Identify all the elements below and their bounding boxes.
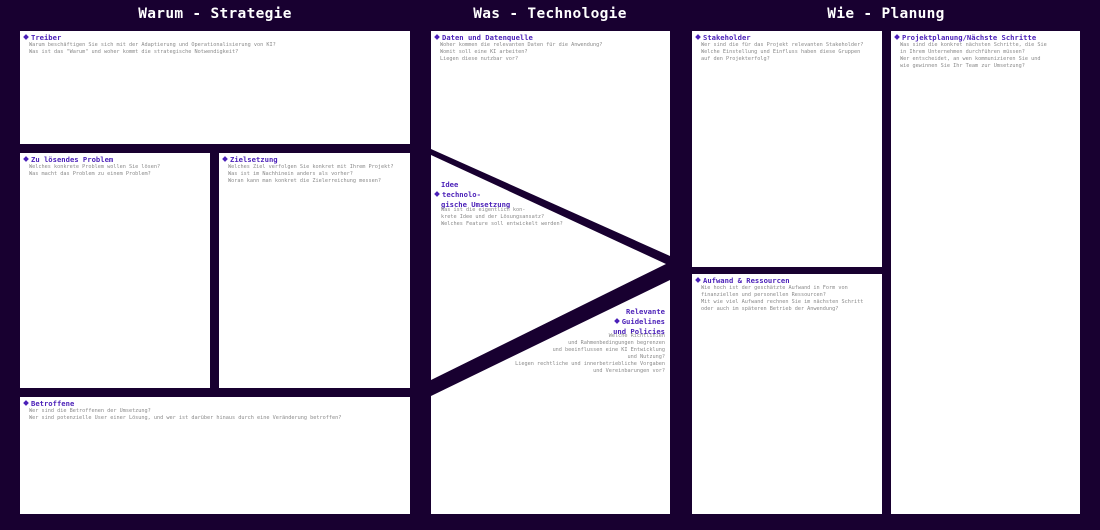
aufwand-description: Wie hoch ist der geschätzte Aufwand in F…	[701, 285, 864, 312]
ziel-title: Zielsetzung	[222, 155, 278, 164]
planung-panel[interactable]: Projektplanung/Nächste Schritte Was sind…	[891, 31, 1080, 514]
idee-title-line2: technolo-	[442, 190, 481, 199]
problem-title-text: Zu lösendes Problem	[31, 155, 114, 164]
problem-panel[interactable]: Zu lösendes Problem Welches konkrete Pro…	[20, 153, 210, 388]
problem-title: Zu lösendes Problem	[23, 155, 114, 164]
diamond-icon	[613, 318, 620, 324]
diamond-icon	[695, 277, 701, 283]
diamond-icon	[894, 34, 900, 40]
daten-panel-shape[interactable]	[431, 31, 670, 256]
betroffene-panel[interactable]: Betroffene Wer sind die Betroffenen der …	[20, 397, 410, 514]
problem-description: Welches konkrete Problem wollen Sie löse…	[29, 164, 161, 177]
guidelines-title-line1: Relevante	[626, 307, 665, 316]
guidelines-description: Welche Richtlinien und Rahmenbedingungen…	[515, 333, 665, 374]
stakeholder-panel[interactable]: Stakeholder Wer sind die für das Projekt…	[692, 31, 882, 267]
stakeholder-title: Stakeholder	[695, 33, 751, 42]
betroffene-title: Betroffene	[23, 399, 75, 408]
guidelines-panel-shape[interactable]	[431, 280, 670, 514]
aufwand-title: Aufwand & Ressourcen	[695, 276, 790, 285]
daten-section: Daten und Datenquelle Woher kommen die r…	[431, 31, 670, 91]
stakeholder-title-text: Stakeholder	[703, 33, 751, 42]
planung-description: Was sind die konkret nächsten Schritte, …	[900, 42, 1047, 69]
diamond-icon	[695, 34, 701, 40]
betroffene-description: Wer sind die Betroffenen der Umsetzung? …	[29, 408, 342, 421]
treiber-title-text: Treiber	[31, 33, 62, 42]
guidelines-title-line2-wrap: Guidelines	[613, 317, 665, 327]
ziel-panel[interactable]: Zielsetzung Welches Ziel verfolgen Sie k…	[219, 153, 410, 388]
aufwand-title-text: Aufwand & Ressourcen	[703, 276, 790, 285]
guidelines-title-line3: und Policies	[613, 327, 665, 336]
guidelines-section: Relevante Guidelines und Policies Welche…	[431, 305, 665, 385]
diamond-icon	[434, 34, 440, 40]
idee-title-line2-wrap: technolo-	[434, 190, 510, 200]
idee-title: Idee technolo- gische Umsetzung	[434, 180, 511, 210]
idee-panel-shape[interactable]	[431, 155, 666, 380]
guidelines-title: Relevante Guidelines und Policies	[613, 307, 665, 337]
betroffene-title-text: Betroffene	[31, 399, 75, 408]
idee-section: Idee technolo- gische Umsetzung Was ist …	[431, 178, 631, 238]
idee-title-line1: Idee	[441, 180, 459, 189]
treiber-description: Warum beschäftigen Sie sich mit der Adap…	[29, 42, 276, 55]
guidelines-title-line2: Guidelines	[621, 317, 665, 326]
idee-title-line3: gische Umsetzung	[441, 200, 511, 209]
daten-description: Woher kommen die relevanten Daten für di…	[440, 42, 603, 62]
ziel-title-text: Zielsetzung	[230, 155, 278, 164]
planung-title: Projektplanung/Nächste Schritte	[894, 33, 1037, 42]
heading-how: Wie - Planung	[827, 6, 945, 22]
daten-title-text: Daten und Datenquelle	[442, 33, 533, 42]
daten-title: Daten und Datenquelle	[434, 33, 533, 42]
aufwand-panel[interactable]: Aufwand & Ressourcen Wie hoch ist der ge…	[692, 274, 882, 514]
ziel-description: Welches Ziel verfolgen Sie konkret mit I…	[228, 164, 394, 184]
idee-description: Was ist die eigentlich kon- krete Idee u…	[441, 207, 563, 227]
stakeholder-description: Wer sind die für das Projekt relevanten …	[701, 42, 864, 62]
treiber-title: Treiber	[23, 33, 62, 42]
treiber-panel[interactable]: Treiber Warum beschäftigen Sie sich mit …	[20, 31, 410, 144]
planung-title-text: Projektplanung/Nächste Schritte	[902, 33, 1037, 42]
heading-what: Was - Technologie	[473, 6, 627, 22]
heading-why: Warum - Strategie	[138, 6, 292, 22]
diamond-icon	[434, 191, 440, 197]
